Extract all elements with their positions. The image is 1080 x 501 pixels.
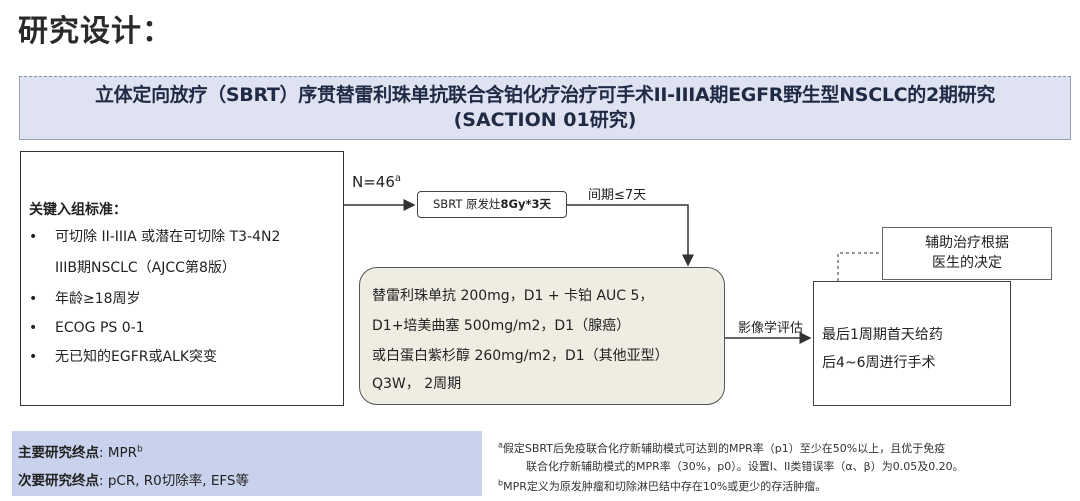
criteria-item: •ECOG PS 0-1 — [29, 320, 145, 336]
interval-label: 间期≤7天 — [588, 188, 647, 203]
footnote-a-line1: a假定SBRT后免疫联合化疗新辅助模式可达到的MPR率（p1）至少在50%以上，… — [498, 440, 946, 455]
surgery-line1: 最后1周期首天给药 — [822, 327, 943, 343]
criteria-item: •年龄≥18周岁 — [29, 291, 141, 307]
treatment-line: D1+培美曲塞 500mg/m2，D1（腺癌） — [372, 318, 631, 334]
inclusion-criteria-box: 关键入组标准： •可切除 II-IIIA 或潜在可切除 T3-4N2 IIIB期… — [20, 151, 344, 406]
arrow-sbrt-to-treatment — [567, 204, 694, 267]
primary-endpoint: 主要研究终点: MPRb — [18, 444, 143, 462]
study-title-line2: (SACTION 01研究) — [453, 109, 637, 131]
page-title: 研究设计： — [18, 14, 173, 49]
footnote-a-line2: 联合化疗新辅助模式的MPR率（30%，p0）。设置I、II类错误率（α、β）为0… — [526, 460, 964, 473]
criteria-item: IIIB期NSCLC（AJCC第8版） — [55, 260, 236, 276]
endpoints-panel: 主要研究终点: MPRb 次要研究终点: pCR, R0切除率, EFS等 — [12, 431, 482, 496]
study-title-line1: 立体定向放疗（SBRT）序贯替雷利珠单抗联合含铂化疗治疗可手术II-IIIA期E… — [94, 84, 996, 106]
adjuvant-line2: 医生的决定 — [932, 255, 1002, 271]
criteria-item: •可切除 II-IIIA 或潜在可切除 T3-4N2 — [29, 229, 281, 245]
footnote-b: bMPR定义为原发肿瘤和切除淋巴结中存在10%或更少的存活肿瘤。 — [498, 478, 827, 493]
study-title-banner: 立体定向放疗（SBRT）序贯替雷利珠单抗联合含铂化疗治疗可手术II-IIIA期E… — [19, 76, 1071, 140]
sbrt-box: SBRT 原发灶8Gy*3天 — [417, 191, 567, 218]
criteria-title: 关键入组标准： — [29, 202, 127, 218]
criteria-item: •无已知的EGFR或ALK突变 — [29, 349, 218, 365]
imaging-assessment-label: 影像学评估 — [738, 321, 804, 336]
surgery-box: 最后1周期首天给药 后4~6周进行手术 — [813, 281, 1011, 406]
treatment-line: 或白蛋白紫杉醇 260mg/m2，D1（其他亚型） — [372, 348, 669, 364]
treatment-line: Q3W， 2周期 — [372, 376, 462, 392]
dashed-adjuvant-link — [837, 252, 882, 281]
surgery-line2: 后4~6周进行手术 — [822, 355, 936, 371]
sample-size-label: N=46a — [352, 173, 402, 191]
treatment-box: 替雷利珠单抗 200mg，D1 + 卡铂 AUC 5， D1+培美曲塞 500m… — [359, 267, 725, 405]
adjuvant-line1: 辅助治疗根据 — [925, 235, 1009, 251]
secondary-endpoint: 次要研究终点: pCR, R0切除率, EFS等 — [18, 473, 249, 489]
treatment-line: 替雷利珠单抗 200mg，D1 + 卡铂 AUC 5， — [372, 288, 654, 304]
adjuvant-therapy-box: 辅助治疗根据 医生的决定 — [882, 227, 1052, 280]
